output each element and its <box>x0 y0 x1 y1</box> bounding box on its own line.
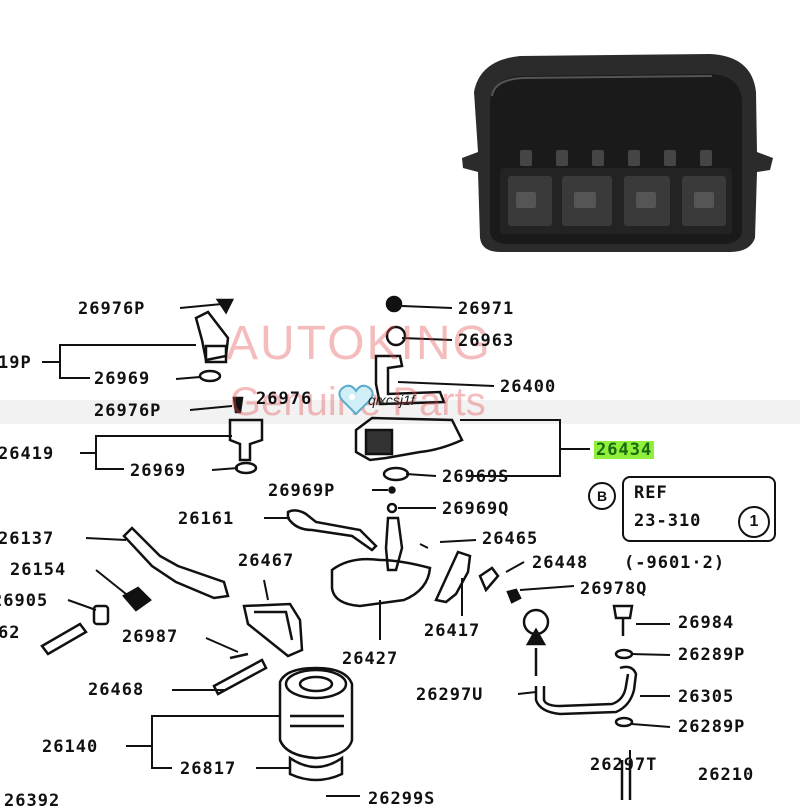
part-label-62: 62 <box>0 623 21 643</box>
reference-box[interactable] <box>622 476 776 542</box>
part-label-26984: 26984 <box>678 613 735 633</box>
part-label-26299S: 26299S <box>368 789 436 809</box>
part-label-26905: 26905 <box>0 591 49 611</box>
part-label-26289P-b: 26289P <box>678 717 746 737</box>
highlighted-part-label[interactable]: 26434 <box>594 440 655 460</box>
part-label-26419: 26419 <box>0 444 55 464</box>
part-label-26971: 26971 <box>458 299 515 319</box>
part-label-26161: 26161 <box>178 509 235 529</box>
part-label-26987: 26987 <box>122 627 179 647</box>
part-label-26969S: 26969S <box>442 467 510 487</box>
badge-text: qixcsj1f <box>368 392 415 408</box>
part-label-26468: 26468 <box>88 680 145 700</box>
reference-number: 23-310 <box>634 511 702 531</box>
reference-circle-number: 1 <box>738 506 770 538</box>
part-label-26289P-a: 26289P <box>678 645 746 665</box>
part-label-26297U: 26297U <box>416 685 484 705</box>
part-label-26417: 26417 <box>424 621 481 641</box>
part-shapes <box>40 295 638 800</box>
part-label-26817: 26817 <box>180 759 237 779</box>
date-range-note: (-9601·2) <box>624 553 726 573</box>
part-label-26976P-a: 26976P <box>78 299 146 319</box>
part-label-26963: 26963 <box>458 331 515 351</box>
part-label-26969Q: 26969Q <box>442 499 510 519</box>
part-label-26427: 26427 <box>342 649 399 669</box>
part-label-26976P-b: 26976P <box>94 401 162 421</box>
section-b-circle: B <box>588 482 616 510</box>
part-label-26467: 26467 <box>238 551 295 571</box>
part-label-26305: 26305 <box>678 687 735 707</box>
leader-lines <box>42 303 671 797</box>
part-label-26969-a: 26969 <box>94 369 151 389</box>
part-label-26210: 26210 <box>698 765 755 785</box>
watermark-brand: AUTOKING <box>226 317 492 370</box>
reference-label: REF <box>634 483 668 503</box>
part-label-26448: 26448 <box>532 553 589 573</box>
part-label-26137: 26137 <box>0 529 55 549</box>
part-label-26976: 26976 <box>256 389 313 409</box>
part-label-26154: 26154 <box>10 560 67 580</box>
part-label-26140: 26140 <box>42 737 99 757</box>
part-label-26969-b: 26969 <box>130 461 187 481</box>
part-label-26392: 26392 <box>4 791 61 811</box>
part-label-26978Q: 26978Q <box>580 579 648 599</box>
part-label-19P: 19P <box>0 353 32 373</box>
part-label-26400: 26400 <box>500 377 557 397</box>
part-label-26969P: 26969P <box>268 481 336 501</box>
connector-photo <box>462 54 773 252</box>
part-label-26297T: 26297T <box>590 755 658 775</box>
part-label-26465: 26465 <box>482 529 539 549</box>
heart-badge-icon <box>338 384 374 416</box>
